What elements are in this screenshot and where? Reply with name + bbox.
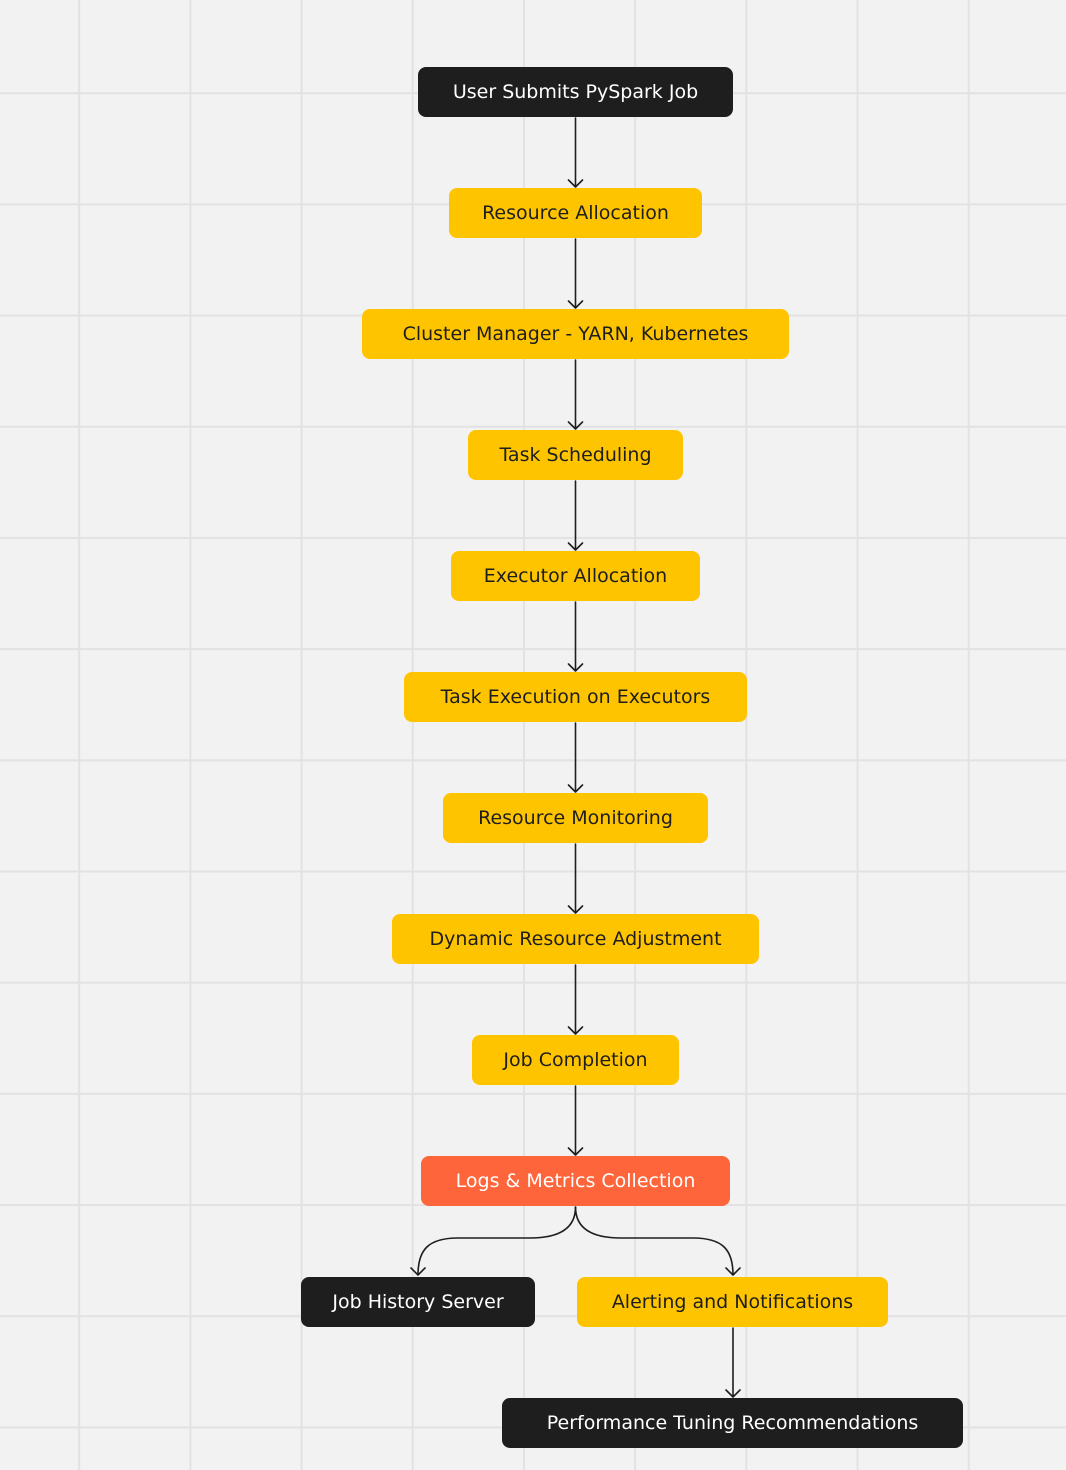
- connector-executor-allocation-to-task-execution: [567, 601, 584, 672]
- node-label: Resource Monitoring: [478, 807, 673, 829]
- node-user-submits-pyspark-job[interactable]: User Submits PySpark Job: [418, 67, 733, 117]
- connector-submit-to-resource-allocation: [567, 117, 584, 188]
- connector-logs-metrics-to-job-history: [410, 1206, 577, 1276]
- node-job-completion[interactable]: Job Completion: [472, 1035, 679, 1085]
- node-dynamic-resource-adjustment[interactable]: Dynamic Resource Adjustment: [392, 914, 759, 964]
- node-label: Dynamic Resource Adjustment: [429, 928, 722, 950]
- connector-dynamic-adjustment-to-job-completion: [567, 964, 584, 1035]
- connector-alerting-to-performance-tuning: [725, 1327, 741, 1398]
- node-cluster-manager[interactable]: Cluster Manager - YARN, Kubernetes: [362, 309, 789, 359]
- node-executor-allocation[interactable]: Executor Allocation: [451, 551, 700, 601]
- node-label: Logs & Metrics Collection: [455, 1170, 696, 1192]
- node-task-execution-on-executors[interactable]: Task Execution on Executors: [404, 672, 747, 722]
- node-label: Resource Allocation: [482, 202, 669, 224]
- node-logs-metrics-collection[interactable]: Logs & Metrics Collection: [421, 1156, 730, 1206]
- node-label: Executor Allocation: [483, 565, 668, 587]
- node-label: Alerting and Notifications: [611, 1291, 854, 1313]
- node-label: Job Completion: [503, 1049, 648, 1071]
- node-label: Job History Server: [332, 1291, 504, 1313]
- connector-resource-monitoring-to-dynamic-adjustment: [567, 843, 584, 914]
- connector-task-execution-to-resource-monitoring: [567, 722, 584, 793]
- connector-logs-metrics-to-alerting: [574, 1206, 741, 1276]
- node-label: Cluster Manager - YARN, Kubernetes: [402, 323, 749, 345]
- node-resource-monitoring[interactable]: Resource Monitoring: [443, 793, 708, 843]
- node-performance-tuning-recommendations[interactable]: Performance Tuning Recommendations: [502, 1398, 963, 1448]
- node-alerting-and-notifications[interactable]: Alerting and Notifications: [577, 1277, 888, 1327]
- node-label: User Submits PySpark Job: [452, 81, 699, 103]
- connector-job-completion-to-logs-metrics: [567, 1085, 584, 1156]
- node-label: Performance Tuning Recommendations: [546, 1412, 919, 1434]
- connector-cluster-manager-to-task-scheduling: [567, 359, 584, 430]
- node-resource-allocation[interactable]: Resource Allocation: [449, 188, 702, 238]
- node-label: Task Scheduling: [499, 444, 652, 466]
- node-label: Task Execution on Executors: [440, 686, 711, 708]
- connector-resource-allocation-to-cluster-manager: [567, 238, 584, 309]
- node-job-history-server[interactable]: Job History Server: [301, 1277, 535, 1327]
- node-task-scheduling[interactable]: Task Scheduling: [468, 430, 683, 480]
- connector-task-scheduling-to-executor-allocation: [567, 480, 584, 551]
